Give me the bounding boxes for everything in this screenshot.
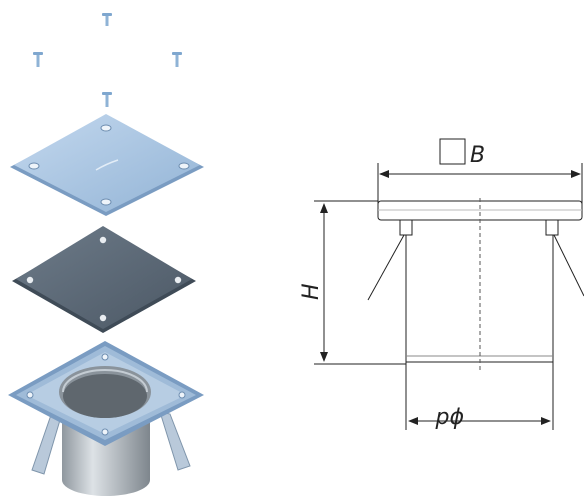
square-outline-icon	[439, 138, 466, 165]
clip-right	[545, 219, 559, 236]
exploded-view	[8, 13, 204, 496]
clip-left	[399, 219, 413, 236]
width-label: B	[470, 143, 485, 168]
clip-spring-right	[553, 234, 584, 297]
cover-plate	[10, 114, 204, 216]
technical-drawing: B H ϕd	[299, 138, 584, 431]
screw-icon	[102, 92, 112, 107]
gasket-plate	[12, 226, 196, 333]
screw-icon	[102, 13, 112, 26]
screw-icon	[172, 52, 182, 67]
screw-icon	[33, 52, 43, 67]
height-label: H	[299, 283, 324, 300]
clip-spring-left	[367, 234, 405, 301]
diameter-label: ϕd	[434, 406, 464, 431]
tray-with-pipe	[8, 341, 204, 496]
